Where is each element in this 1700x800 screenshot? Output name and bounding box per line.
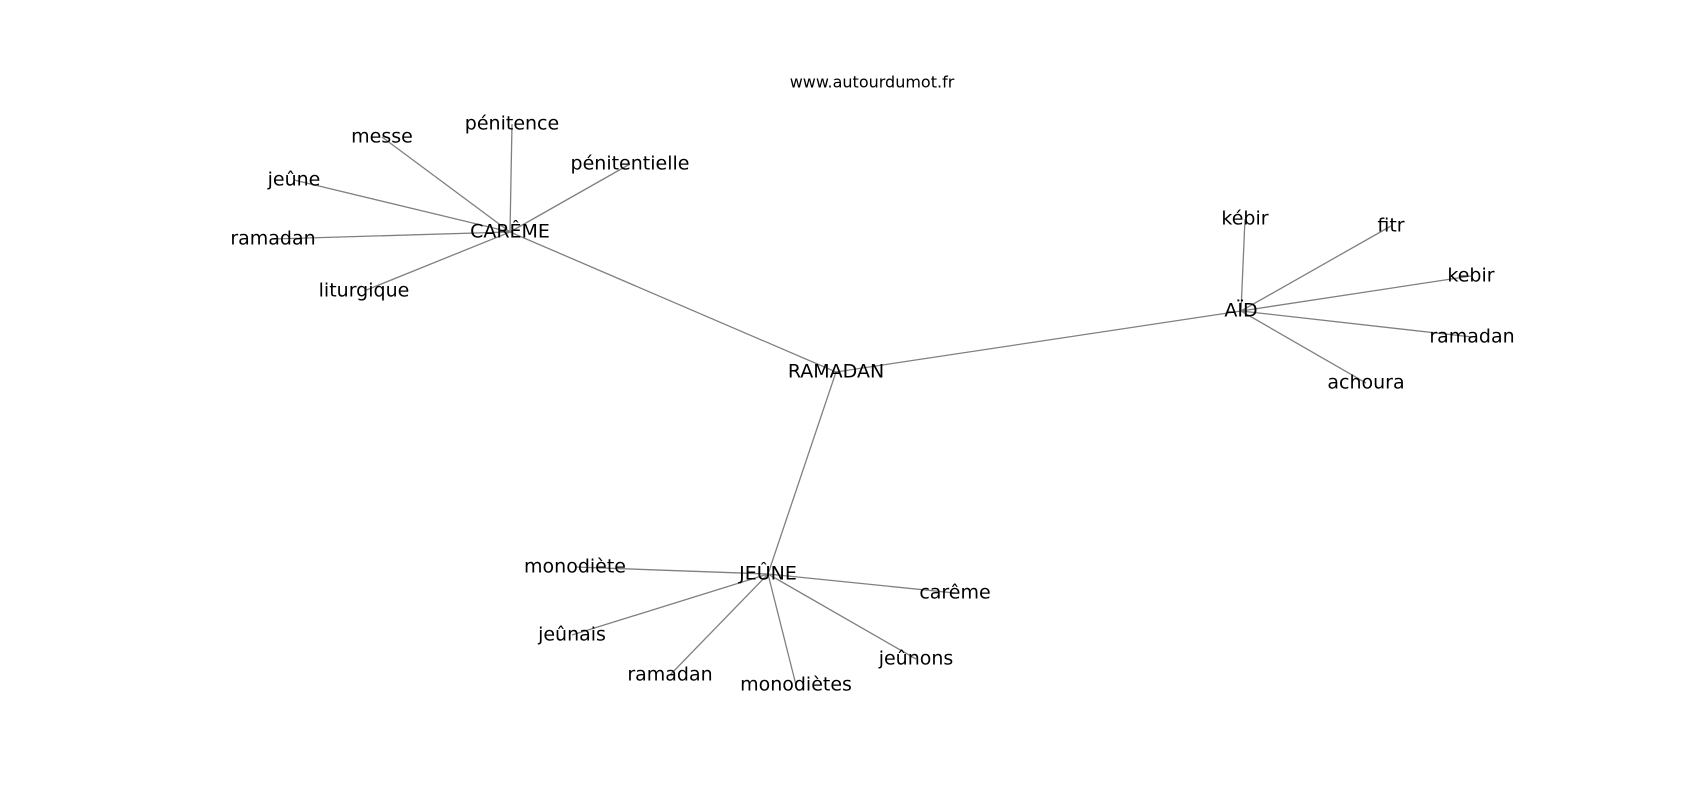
node-label-fitr: fitr <box>1377 215 1404 237</box>
edge-jeune_hub-jeunais <box>571 573 769 636</box>
node-label-careme: CARÊME <box>470 220 550 243</box>
edge-aid-kebir_accent <box>1240 218 1246 312</box>
node-label-jeunons: jeûnons <box>878 648 954 670</box>
edge-ramadan_center-aid <box>835 310 1242 373</box>
node-label-jeunais: jeûnais <box>537 624 606 646</box>
node-label-ramadan-c: ramadan <box>230 228 315 250</box>
edge-careme-liturgique <box>363 231 511 292</box>
node-label-careme-leaf: carême <box>919 582 990 604</box>
node-label-ramadan-a: ramadan <box>1429 326 1514 348</box>
edge-aid-ramadan_a <box>1240 310 1473 338</box>
node-label-jeune-leaf: jeûne <box>267 169 321 191</box>
edge-jeune_hub-ramadan_j <box>669 573 769 676</box>
edge-ramadan_center-jeune_hub <box>767 371 837 575</box>
edge-aid-fitr <box>1240 225 1392 312</box>
source-watermark-label: www.autourdumot.fr <box>790 73 955 92</box>
node-label-monodiete: monodiète <box>524 556 626 578</box>
node-label-kebir: kebir <box>1447 265 1494 287</box>
node-label-messe: messe <box>351 126 413 148</box>
node-label-monodietes: monodiètes <box>740 674 852 696</box>
edges-layer <box>272 123 1473 686</box>
node-label-jeune-hub: JEÛNE <box>738 561 797 585</box>
edge-aid-achoura <box>1240 310 1367 384</box>
node-label-ramadan-j: ramadan <box>627 664 712 686</box>
edge-aid-kebir <box>1240 275 1472 312</box>
nodes-layer: RAMADAN CARÊME AÏD JEÛNE pénitence messe pénit… <box>230 113 1514 696</box>
node-label-liturgique: liturgique <box>319 280 410 302</box>
edge-careme-messe <box>381 136 511 233</box>
edge-jeune_hub-monodietes <box>767 573 797 686</box>
edge-careme-jeune_leaf <box>293 179 511 233</box>
node-label-ramadan-center: RAMADAN <box>788 361 884 383</box>
edge-ramadan_center-careme <box>509 231 837 373</box>
edge-careme-ramadan_c <box>272 231 511 240</box>
node-label-aid: AÏD <box>1224 299 1257 322</box>
node-label-achoura: achoura <box>1327 372 1404 394</box>
node-label-kebir-accent: kébir <box>1221 208 1268 230</box>
edge-jeune_hub-jeunons <box>767 573 917 660</box>
edge-jeune_hub-monodiete <box>574 566 769 575</box>
node-label-penitence: pénitence <box>465 113 559 135</box>
edge-careme-penitentielle <box>509 163 631 233</box>
edge-jeune_hub-careme_leaf <box>767 573 956 594</box>
edge-careme-penitence <box>509 123 513 233</box>
node-label-penitentielle: pénitentielle <box>571 153 690 175</box>
